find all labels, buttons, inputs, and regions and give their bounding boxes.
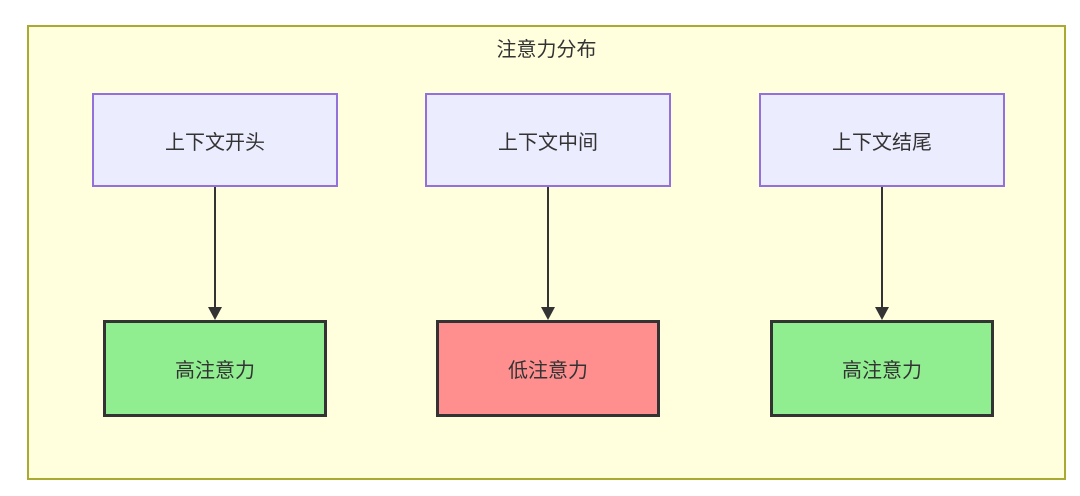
edge-line: [214, 187, 216, 307]
node-high-attention-end: 高注意力: [770, 320, 994, 417]
node-high-attention-end-label: 高注意力: [842, 360, 922, 382]
node-context-start-label: 上下文开头: [165, 131, 265, 154]
down-arrow-icon: [875, 307, 889, 320]
node-context-middle-label: 上下文中间: [498, 131, 598, 154]
node-context-end: 上下文结尾: [759, 93, 1005, 187]
edge-line: [547, 187, 549, 307]
node-low-attention-middle-label: 低注意力: [508, 360, 588, 382]
node-low-attention-middle: 低注意力: [436, 320, 660, 417]
diagram-container: 注意力分布 上下文开头 上下文中间 上下文结尾 高注意力 低注意力: [27, 25, 1066, 480]
edge-context-start-to-high: [208, 187, 222, 320]
node-high-attention-start-label: 高注意力: [175, 360, 255, 382]
edge-line: [881, 187, 883, 307]
diagram-title: 注意力分布: [496, 39, 597, 61]
edge-context-end-to-high: [875, 187, 889, 320]
edge-context-middle-to-low: [541, 187, 555, 320]
down-arrow-icon: [541, 307, 555, 320]
down-arrow-icon: [208, 307, 222, 320]
node-context-end-label: 上下文结尾: [832, 131, 932, 154]
node-context-start: 上下文开头: [92, 93, 338, 187]
node-context-middle: 上下文中间: [425, 93, 671, 187]
node-high-attention-start: 高注意力: [103, 320, 327, 417]
